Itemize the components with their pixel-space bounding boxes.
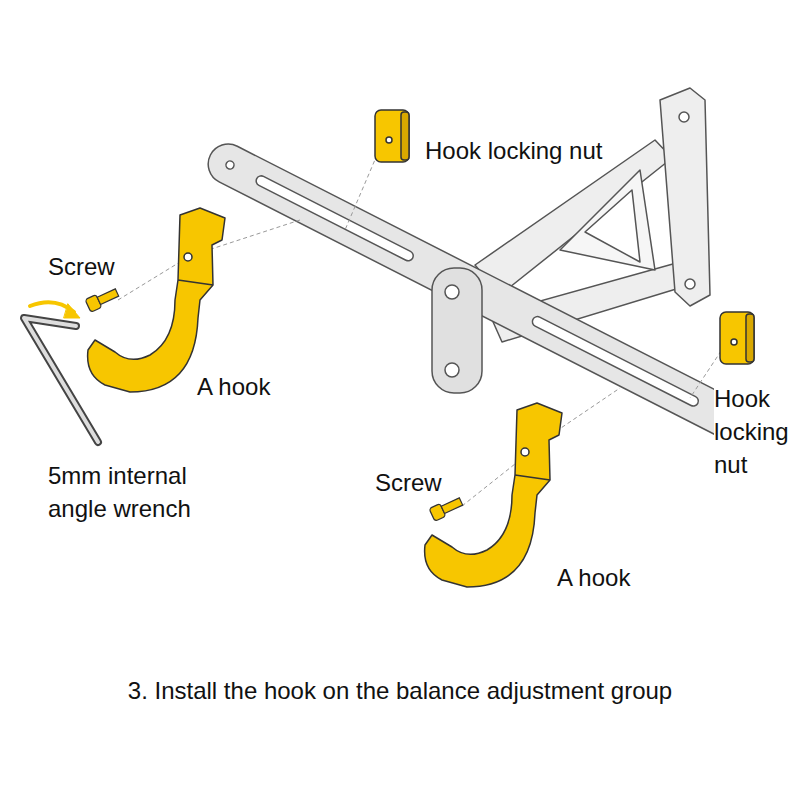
hook: [425, 403, 562, 587]
part-label: A hook: [197, 370, 270, 403]
balance-bar: [201, 137, 757, 447]
part-label: Hook locking nut: [714, 382, 796, 481]
part-label: Screw: [375, 466, 442, 499]
leader-lines: [118, 148, 725, 506]
locking-nut: [720, 312, 754, 364]
screw: [85, 286, 120, 312]
pivot-plate: [432, 268, 482, 393]
part-label: Hook locking nut: [425, 134, 602, 167]
locking-nut: [375, 110, 409, 162]
part-label: 5mm internal angle wrench: [48, 459, 223, 525]
allen-wrench: [24, 302, 98, 442]
part-label: A hook: [557, 561, 630, 594]
part-label: Screw: [48, 250, 115, 283]
caption: 3. Install the hook on the balance adjus…: [0, 674, 800, 707]
hook: [88, 208, 225, 392]
screw: [429, 495, 464, 521]
